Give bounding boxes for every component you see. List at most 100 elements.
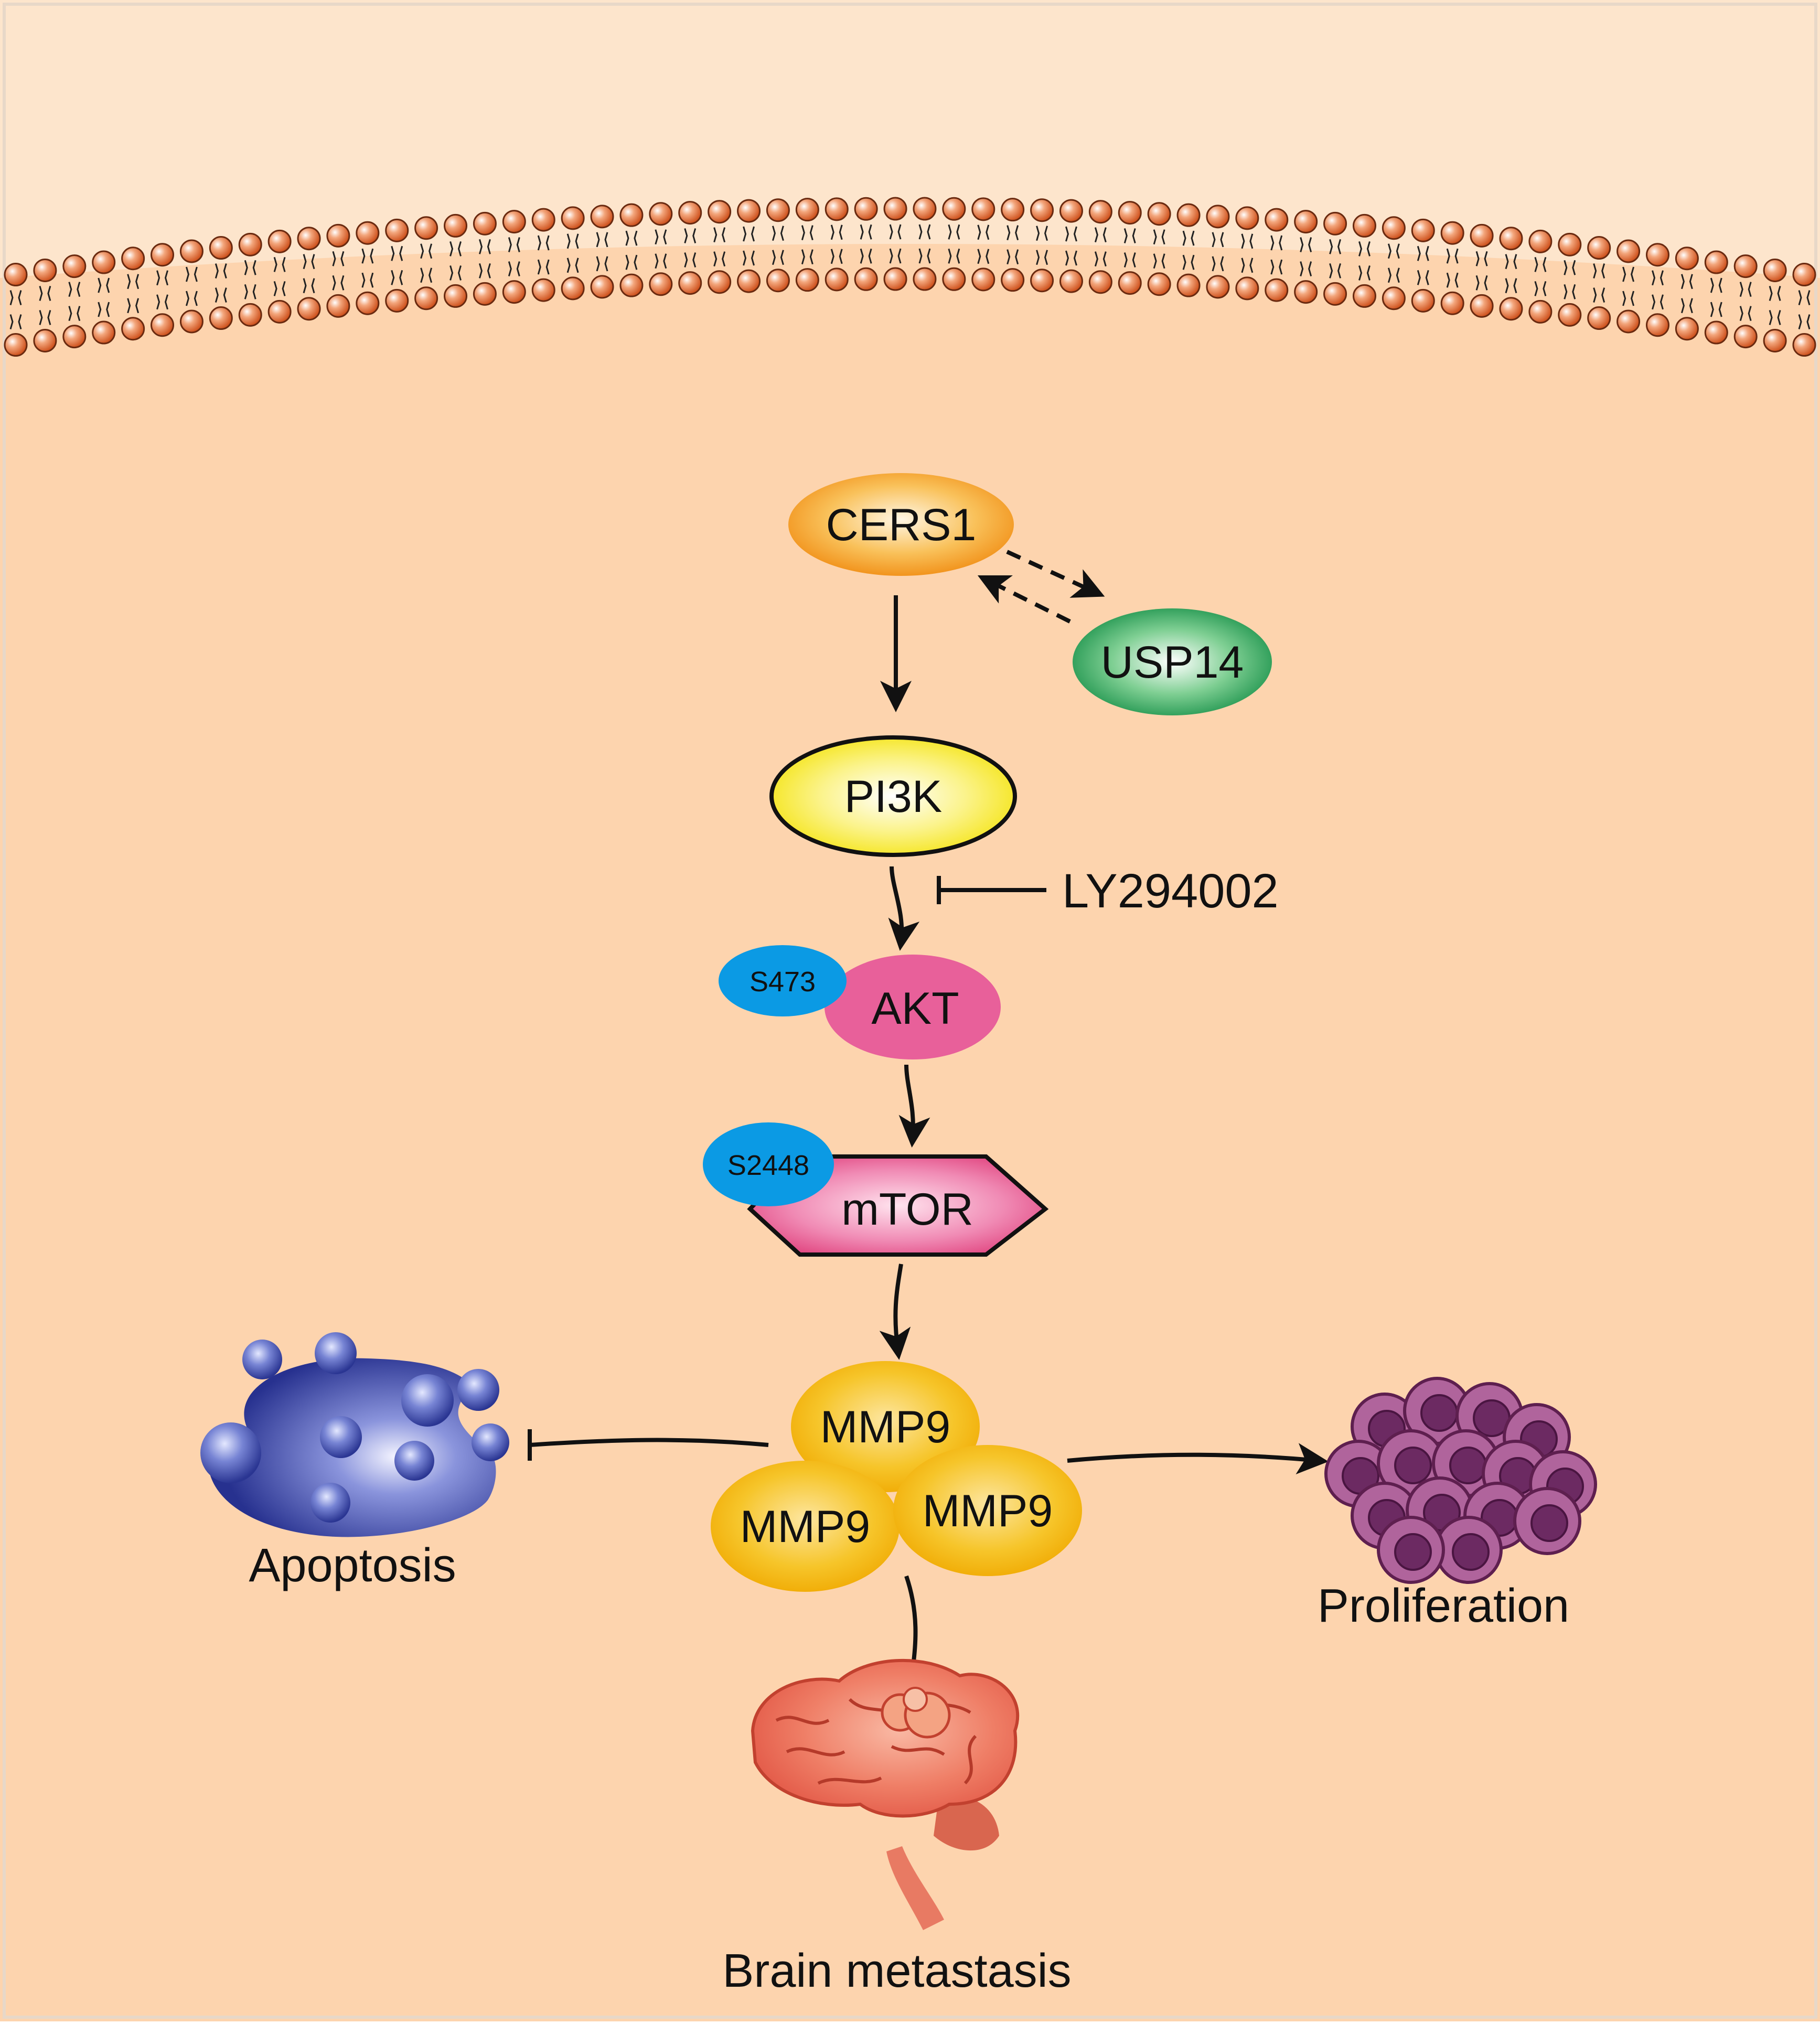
pi3k-node: PI3K: [769, 735, 1017, 857]
lipid-tail: [1387, 243, 1391, 259]
lipid-tail: [575, 233, 579, 249]
lipid-tail: [956, 224, 960, 240]
lipid-head: [1616, 309, 1641, 334]
lipid-tail: [194, 291, 198, 306]
brain-illustration: [751, 1658, 1020, 1930]
lipid-head: [971, 267, 995, 292]
lipid-tail: [596, 232, 600, 248]
lipid-tail: [684, 228, 688, 244]
lipid-tail: [918, 248, 923, 264]
lipid-head: [1382, 286, 1406, 310]
lipid-tail: [516, 261, 520, 277]
lipid-tail: [1102, 251, 1107, 267]
lipid-head: [1323, 282, 1347, 306]
lipid-tail: [1622, 266, 1626, 282]
lipid-head: [1499, 227, 1523, 251]
lipid-tail: [135, 298, 140, 314]
lipid-tail: [1769, 286, 1773, 301]
lipid-tail: [1484, 251, 1488, 266]
lipid-head: [1675, 317, 1699, 341]
lipid-tail: [185, 266, 189, 282]
lipid-tail: [18, 290, 22, 305]
lipid-tail: [545, 235, 550, 251]
lipid-head: [1645, 243, 1669, 267]
lipid-tail: [311, 254, 315, 270]
lipid-tail: [1798, 314, 1802, 329]
lipid-head: [238, 303, 262, 327]
lipid-tail: [332, 275, 336, 291]
lipid-tail: [1308, 237, 1312, 253]
lipid-head: [1704, 320, 1728, 345]
lipid-tail: [839, 249, 843, 264]
lipid-head: [238, 232, 262, 256]
lipid-tail: [98, 277, 102, 293]
lipid-tail: [1036, 250, 1040, 265]
lipid-tail: [370, 272, 374, 288]
lipid-head: [531, 278, 555, 302]
lipid-tail: [478, 263, 483, 279]
lipid-tail: [1387, 267, 1391, 283]
lipid-tail: [1505, 278, 1509, 294]
lipid-tail: [545, 259, 550, 275]
lipid-head: [356, 221, 380, 245]
lipid-tail: [1718, 277, 1722, 293]
lipid-tail: [39, 310, 43, 325]
lipid-tail: [860, 224, 864, 240]
lipid-tail: [1358, 265, 1363, 281]
lipid-head: [326, 294, 350, 318]
lipid-tail: [1358, 241, 1363, 256]
lipid-head: [1118, 201, 1142, 225]
cell-nucleus: [1394, 1533, 1432, 1571]
lipid-tail: [948, 248, 952, 264]
lipid-head: [1470, 294, 1494, 318]
lipid-tail: [1270, 259, 1275, 275]
lipid-head: [1470, 223, 1494, 248]
arrow-pi3k-to-akt: [888, 866, 920, 951]
lipid-tail: [370, 248, 374, 264]
akt-site-label: S473: [750, 966, 816, 998]
lipid-head: [619, 203, 644, 227]
lipid-tail: [1417, 245, 1421, 261]
lipid-tail: [1710, 302, 1714, 317]
lipid-head: [92, 250, 116, 274]
lipid-tail: [215, 287, 219, 303]
lipid-tail: [1337, 239, 1342, 254]
lipid-tail: [751, 250, 755, 266]
lipid-tail: [273, 256, 277, 272]
lipid-head: [1411, 218, 1435, 242]
mmp9-right-node: MMP9: [893, 1445, 1082, 1576]
lipid-head: [121, 247, 145, 271]
lipid-tail: [77, 306, 81, 322]
lipid-tail: [9, 290, 14, 305]
lipid-tail: [1182, 230, 1186, 246]
lipid-head: [1088, 270, 1112, 294]
lipid-tail: [1073, 250, 1077, 266]
lipid-tail: [1279, 235, 1283, 251]
lipid-tail: [164, 270, 168, 286]
lipid-head: [1294, 280, 1318, 304]
lipid-tail: [830, 224, 834, 240]
lipid-head: [297, 227, 321, 251]
lipid-tail: [1007, 225, 1011, 241]
lipid-head: [209, 306, 233, 330]
lipid-tail: [772, 226, 776, 241]
lipid-head: [502, 280, 526, 304]
lipid-tail: [135, 274, 140, 290]
lipid-tail: [391, 245, 395, 261]
lipid-head: [385, 218, 409, 242]
lipid-tail: [68, 282, 72, 297]
lipid-head: [1030, 198, 1054, 222]
lipid-tail: [537, 235, 541, 251]
lipid-tail: [68, 306, 72, 322]
lipid-tail: [1094, 251, 1098, 267]
lipid-tail: [244, 260, 248, 275]
lipid-tail: [956, 248, 960, 264]
lipid-head: [1059, 199, 1083, 223]
lipid-tail: [1161, 253, 1165, 269]
lipid-tail: [420, 267, 424, 283]
lipid-tail: [1220, 232, 1224, 248]
lipid-tail: [604, 232, 608, 248]
lipid-head: [385, 288, 409, 313]
lipid-head: [913, 197, 937, 221]
lipid-tail: [1513, 278, 1517, 294]
